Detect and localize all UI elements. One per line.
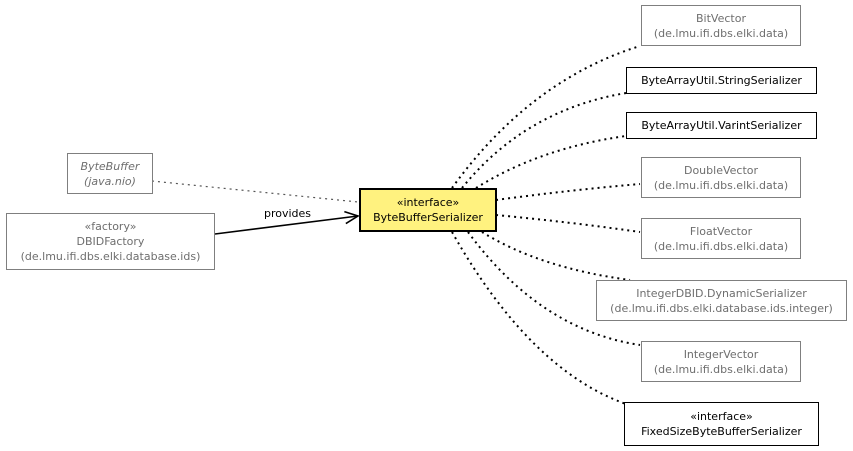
varintserializer-node[interactable]: ByteArrayUtil.VarintSerializer (626, 112, 817, 139)
doublevector-name: DoubleVector (683, 163, 759, 177)
edge-doublevector (495, 183, 641, 201)
edge-stringserializer (461, 92, 627, 189)
doublevector-node[interactable]: DoubleVector (de.lmu.ifi.dbs.elki.data) (641, 157, 801, 198)
dbidfactory-stereotype: «factory» (84, 220, 137, 233)
provides-label: provides (264, 207, 312, 220)
central-name: ByteBufferSerializer (373, 211, 483, 224)
edge-bitvector (451, 45, 641, 189)
doublevector-package: (de.lmu.ifi.dbs.elki.data) (653, 178, 789, 192)
edge-dynamicserializer (481, 231, 631, 281)
fixedsize-stereotype: «interface» (690, 410, 753, 423)
bitvector-package: (de.lmu.ifi.dbs.elki.data) (653, 26, 789, 40)
edge-integervector (467, 231, 641, 346)
floatvector-name: FloatVector (689, 224, 753, 238)
dynamicserializer-node[interactable]: IntegerDBID.DynamicSerializer (de.lmu.if… (596, 280, 847, 321)
dbidfactory-package: (de.lmu.ifi.dbs.elki.database.ids) (20, 250, 201, 263)
provides-arrow (214, 210, 360, 235)
fixedsize-name: FixedSizeByteBufferSerializer (641, 425, 802, 438)
edge-varintserializer (475, 135, 627, 189)
bytebuffer-package: (java.nio) (84, 174, 136, 188)
central-stereotype: «interface» (396, 196, 460, 209)
integervector-name: IntegerVector (683, 347, 759, 361)
integervector-node[interactable]: IntegerVector (de.lmu.ifi.dbs.elki.data) (641, 341, 801, 382)
bytebuffer-node[interactable]: ByteBuffer (java.nio) (67, 153, 153, 194)
bitvector-name: BitVector (696, 11, 746, 25)
edge-floatvector (495, 214, 641, 233)
bytebuffer-dependency-line (151, 180, 359, 203)
central-interface-node[interactable]: «interface» ByteBufferSerializer (359, 188, 497, 232)
fixedsize-interface-node[interactable]: «interface» FixedSizeByteBufferSerialize… (624, 402, 819, 446)
dynamicserializer-name: IntegerDBID.DynamicSerializer (636, 286, 807, 300)
integervector-package: (de.lmu.ifi.dbs.elki.data) (653, 362, 789, 376)
dynamicserializer-package: (de.lmu.ifi.dbs.elki.database.ids.intege… (610, 301, 833, 315)
varintserializer-name: ByteArrayUtil.VarintSerializer (641, 119, 802, 132)
bytebuffer-name: ByteBuffer (80, 159, 140, 173)
dbidfactory-name: DBIDFactory (76, 235, 145, 248)
stringserializer-name: ByteArrayUtil.StringSerializer (641, 74, 802, 87)
dbidfactory-node[interactable]: «factory» DBIDFactory (de.lmu.ifi.dbs.el… (6, 213, 215, 270)
bitvector-node[interactable]: BitVector (de.lmu.ifi.dbs.elki.data) (641, 5, 801, 46)
floatvector-package: (de.lmu.ifi.dbs.elki.data) (653, 239, 789, 253)
edge-fixedsize (451, 231, 627, 405)
floatvector-node[interactable]: FloatVector (de.lmu.ifi.dbs.elki.data) (641, 218, 801, 259)
stringserializer-node[interactable]: ByteArrayUtil.StringSerializer (626, 67, 817, 94)
